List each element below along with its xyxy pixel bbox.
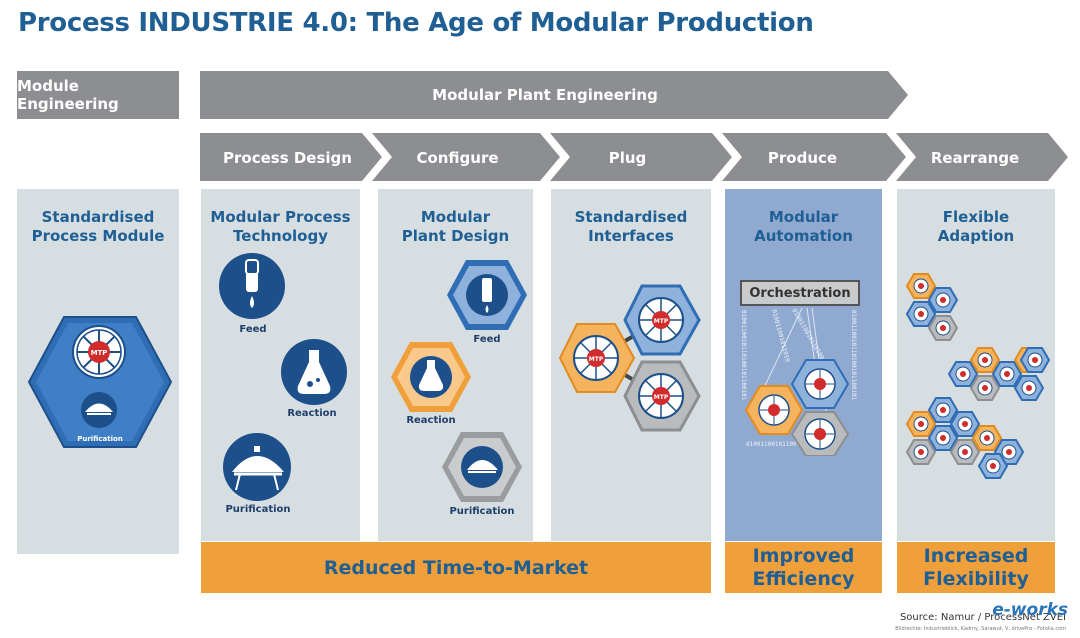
reduced-time-to-market-label: Reduced Time-to-Market [323, 556, 589, 579]
svg-text:0100110010110100101100101: 0100110010110100101100101 [850, 310, 857, 401]
orchestration-label: Orchestration [749, 285, 851, 301]
mtp-hex-orange [744, 385, 804, 435]
phase-chevron-rearrange [896, 133, 1068, 181]
svg-text:0100110010110100101100101: 0100110010110100101100101 [740, 310, 747, 401]
modular-plant-engineering-label: Modular Plant Engineering [432, 86, 658, 104]
mtp-hex-gray: MTP [623, 360, 701, 432]
feed-icon [219, 253, 285, 319]
svg-text:010011001011010: 010011001011010 [770, 309, 791, 364]
module-engineering-bar: Module Engineering [17, 71, 179, 119]
mtp-hex-gray [790, 411, 850, 456]
phase-chevron-plug [550, 133, 732, 181]
svg-text:MTP: MTP [654, 318, 669, 325]
improved-efficiency-bar: Improved Efficiency [725, 542, 882, 593]
watermark-logo: e-works [992, 600, 1068, 620]
image-rights-credit: Bildrechte: Industrieblick, Kadmy, Saraw… [895, 626, 1066, 632]
phase-rearrange: Rearrange [930, 149, 1020, 167]
source-credit: Source: Namur / ProcessNet ZVEI [899, 612, 1066, 623]
svg-text:MTP: MTP [91, 349, 108, 357]
svg-text:MTP: MTP [589, 356, 604, 363]
phase-produce: Produce [767, 149, 838, 167]
automation-diagram: 0100110010110100101100101 01001100101101… [740, 308, 857, 456]
phase-chevron-configure [372, 133, 560, 181]
purification-icon [223, 433, 291, 501]
purification-label: Purification [449, 506, 515, 517]
purification-label: Purification [225, 504, 291, 515]
phase-process-design: Process Design [223, 149, 352, 167]
svg-text:MTP: MTP [654, 394, 669, 401]
svg-text:01001100101101001: 01001100101101001 [790, 308, 827, 365]
mtp-hex-blue [790, 359, 850, 409]
purification-hexagon-icon [442, 432, 522, 502]
phase-configure: Configure [416, 149, 499, 167]
modular-plant-engineering-arrow [200, 71, 908, 119]
reaction-flask-icon [281, 339, 347, 405]
reaction-hexagon-icon [391, 342, 471, 412]
reduced-time-to-market-bar: Reduced Time-to-Market [201, 542, 711, 593]
phase-chevron-produce [722, 133, 906, 181]
mtp-hex-blue: MTP [623, 284, 701, 356]
phase-plug: Plug [608, 149, 647, 167]
reaction-label: Reaction [406, 415, 456, 426]
feed-label: Feed [239, 324, 267, 335]
feed-label: Feed [473, 334, 501, 345]
increased-flexibility-bar: Increased Flexibility [897, 542, 1055, 593]
purification-label: Purification [77, 435, 123, 443]
phase-chevron-process-design [200, 133, 382, 181]
flexible-hexagon-clusters [906, 273, 1050, 479]
orchestration-box: Orchestration [740, 280, 860, 306]
svg-text:01001100101100101: 01001100101100101 [746, 441, 808, 448]
mtp-interfaces-diagram: MTP MTP MTP [558, 284, 701, 432]
phase-chevrons [200, 133, 1068, 181]
mtp-hex-orange: MTP [558, 323, 636, 393]
reaction-label: Reaction [287, 408, 337, 419]
module-engineering-label: Module Engineering [17, 77, 119, 113]
process-module-hexagon-icon: MTP [27, 316, 173, 448]
page-title: Process INDUSTRIE 4.0: The Age of Modula… [18, 8, 814, 38]
feed-hexagon-icon [447, 260, 527, 330]
